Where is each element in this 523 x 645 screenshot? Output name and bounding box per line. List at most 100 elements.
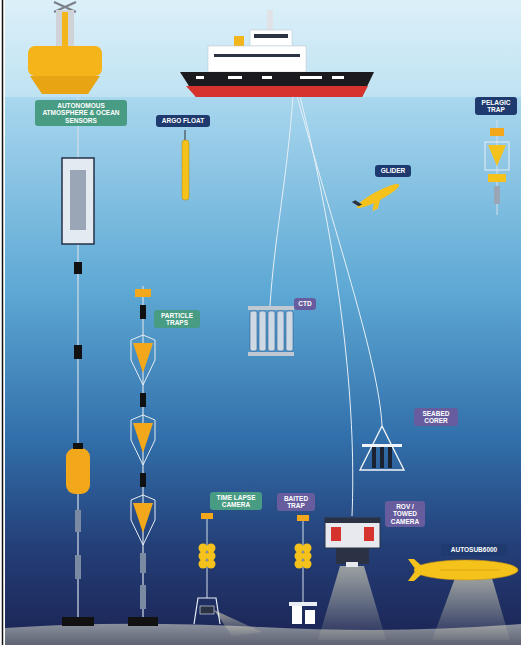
autosub-hull xyxy=(414,560,518,580)
ship-mast xyxy=(267,10,273,32)
float-antenna xyxy=(185,130,186,141)
rov-skid xyxy=(336,548,369,564)
time-lapse-camera xyxy=(194,513,262,636)
buoyancy-ball xyxy=(303,544,312,553)
trap-frame xyxy=(485,142,509,170)
trap-weight xyxy=(494,186,500,204)
float-body xyxy=(182,140,189,200)
label-text: PARTICLE TRAPS xyxy=(157,312,197,327)
sky xyxy=(5,0,521,97)
rov xyxy=(318,518,386,640)
mooring-segment xyxy=(75,510,81,532)
camera-body xyxy=(200,606,214,614)
mooring-segment xyxy=(140,393,146,407)
trap-cone xyxy=(133,343,153,373)
autosub xyxy=(408,559,518,640)
research-ship xyxy=(180,10,374,97)
rov-beam xyxy=(318,566,386,640)
trap-box xyxy=(305,610,315,624)
label-text: TIME LAPSE CAMERA xyxy=(213,494,259,509)
surface-buoy xyxy=(28,2,102,94)
instrument-label: ARGO FLOAT xyxy=(156,115,210,126)
buoyancy-ball xyxy=(199,560,208,569)
anchor xyxy=(62,617,94,626)
autosub-seam xyxy=(440,570,500,571)
buoyancy-ball xyxy=(295,552,304,561)
mooring-segment xyxy=(140,585,146,609)
buoyancy-ball xyxy=(199,552,208,561)
trap-frame xyxy=(131,415,155,465)
instrument-label: AUTONOMOUS ATMOSPHERE & OCEAN SENSORS xyxy=(35,100,127,126)
buoyancy-ball xyxy=(303,560,312,569)
mooring-segment xyxy=(140,473,146,487)
particle-trap-mooring xyxy=(128,286,158,626)
core-tube xyxy=(372,446,376,468)
ctd-bottle xyxy=(259,311,266,351)
trap-body xyxy=(488,174,506,182)
trap-frame xyxy=(131,335,155,385)
buoy-base xyxy=(30,76,100,94)
ctd-bottle xyxy=(250,311,257,351)
pelagic-trap xyxy=(485,120,509,215)
corer-plate xyxy=(362,444,402,447)
label-text: ARGO FLOAT xyxy=(159,117,207,124)
ctd-ring xyxy=(248,306,294,310)
mooring-segment xyxy=(75,555,81,579)
trap-cone xyxy=(133,423,153,453)
seabed-corer xyxy=(360,426,404,470)
core-tube xyxy=(380,446,384,468)
instrument-label: PARTICLE TRAPS xyxy=(154,310,200,329)
autosub-fin xyxy=(408,559,424,570)
trap-cone xyxy=(488,145,506,166)
trap-cone xyxy=(133,503,153,533)
label-text: BAITED TRAP xyxy=(280,495,312,510)
instrument-label: CTD xyxy=(294,298,316,309)
instrument-label: AUTOSUB6000 xyxy=(441,544,507,555)
mooring-segment xyxy=(74,262,82,274)
label-text: AUTOSUB6000 xyxy=(444,546,504,553)
instrument xyxy=(70,170,86,230)
ctd-rosette xyxy=(248,306,294,356)
instrument-cage xyxy=(62,158,94,244)
trap-float xyxy=(490,128,504,136)
ctd-bottle xyxy=(277,311,284,351)
rov-light xyxy=(346,562,358,567)
rov-thruster xyxy=(364,527,374,541)
ship-window xyxy=(228,76,242,79)
label-text: AUTONOMOUS ATMOSPHERE & OCEAN SENSORS xyxy=(38,102,124,124)
buoyancy-ball xyxy=(295,544,304,553)
buoy-mast xyxy=(56,10,74,48)
trap-box xyxy=(292,606,302,624)
glider-body xyxy=(355,181,402,211)
autosub-fin xyxy=(408,570,424,581)
trap-float xyxy=(297,515,309,521)
ctd-cable xyxy=(270,96,293,306)
ctd-bottle xyxy=(286,311,293,351)
ship-window xyxy=(300,76,322,79)
buoyancy-ball xyxy=(207,544,216,553)
core-tube xyxy=(388,446,392,468)
trap-top xyxy=(289,602,317,606)
anchor xyxy=(128,617,158,626)
rov-top xyxy=(325,518,380,523)
camera-frame xyxy=(194,598,220,624)
glider-wing xyxy=(367,194,386,211)
buoyancy-ball xyxy=(207,560,216,569)
mooring-segment xyxy=(74,345,82,359)
ship-window xyxy=(196,76,204,79)
ship-windows xyxy=(254,34,288,38)
autosub-beam xyxy=(432,578,510,640)
buoyancy-ball xyxy=(207,552,216,561)
rov-thruster xyxy=(331,527,341,541)
buoyancy-ball xyxy=(303,552,312,561)
corer-frame xyxy=(360,426,404,470)
mooring-float xyxy=(135,289,151,297)
ctd-bottle xyxy=(268,311,275,351)
float-cap xyxy=(73,443,83,449)
label-text: CTD xyxy=(297,300,313,307)
mooring-segment xyxy=(140,553,146,573)
sensor-mooring xyxy=(62,96,94,626)
instrument-label: PELAGIC TRAP xyxy=(475,97,517,116)
